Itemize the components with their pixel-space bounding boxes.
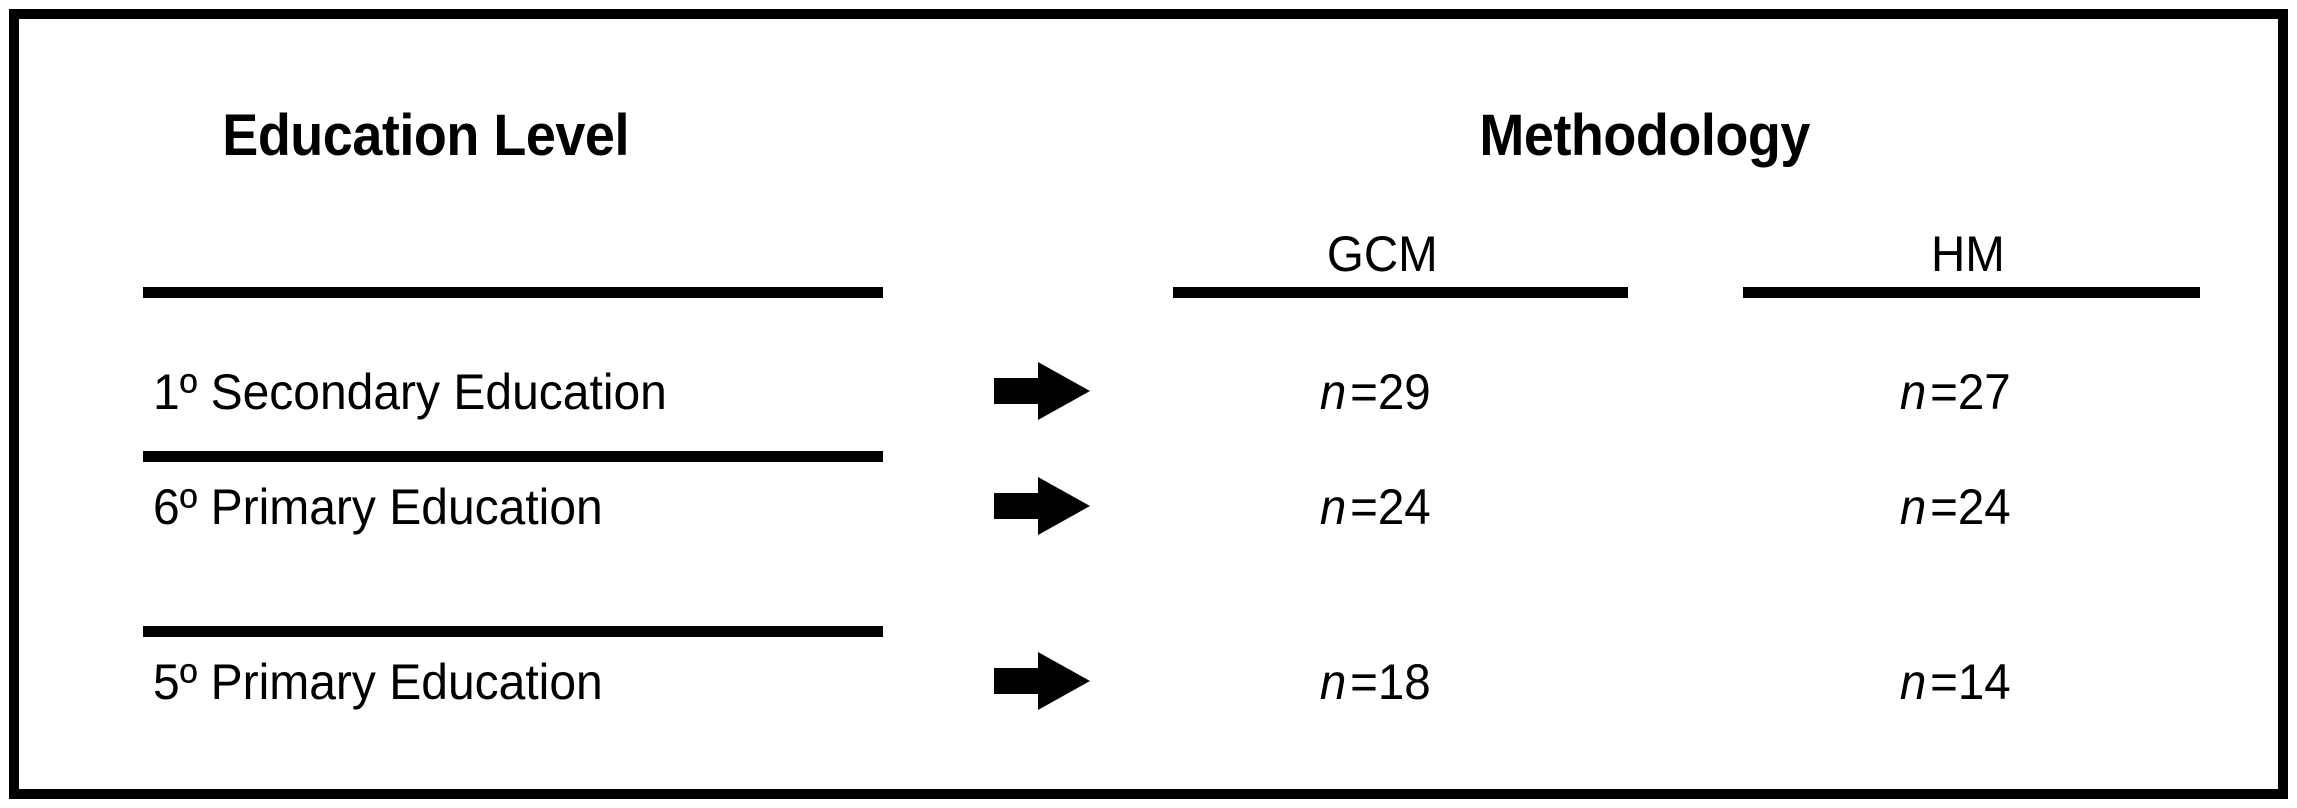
column-header-gcm: GCM — [1326, 226, 1438, 282]
cell-hm-row-1: n=27 — [1900, 367, 2011, 417]
row-label-1: 1º Secondary Education — [153, 364, 667, 420]
cell-number: =29 — [1350, 364, 1431, 420]
right-arrow-icon — [994, 362, 1090, 420]
cell-symbol: n — [1899, 654, 1927, 710]
rule-under-education-level — [143, 287, 883, 298]
row-label-2: 6º Primary Education — [153, 479, 603, 535]
arrow-head — [1038, 652, 1090, 710]
cell-number: =24 — [1350, 479, 1431, 535]
cell-number: =14 — [1930, 654, 2011, 710]
cell-symbol: n — [1899, 479, 1927, 535]
column-group-header-methodology: Methodology — [1479, 103, 1810, 168]
row-separator-2 — [143, 626, 883, 637]
row-separator-1 — [143, 451, 883, 462]
cell-symbol: n — [1319, 364, 1347, 420]
cell-hm-row-2: n=24 — [1900, 482, 2011, 532]
figure-inner: Education Level Methodology GCM HM 1º Se… — [19, 19, 2278, 789]
cell-symbol: n — [1899, 364, 1927, 420]
cell-gcm-row-1: n=29 — [1320, 367, 1431, 417]
arrow-head — [1038, 362, 1090, 420]
column-header-hm: HM — [1930, 226, 2005, 282]
figure-border: Education Level Methodology GCM HM 1º Se… — [9, 9, 2288, 799]
cell-symbol: n — [1319, 654, 1347, 710]
cell-gcm-row-3: n=18 — [1320, 657, 1431, 707]
cell-number: =24 — [1930, 479, 2011, 535]
cell-symbol: n — [1319, 479, 1347, 535]
arrow-head — [1038, 477, 1090, 535]
right-arrow-icon — [994, 477, 1090, 535]
rule-under-gcm — [1173, 287, 1628, 298]
row-label-3: 5º Primary Education — [153, 654, 603, 710]
rule-under-hm — [1743, 287, 2200, 298]
cell-number: =27 — [1930, 364, 2011, 420]
right-arrow-icon — [994, 652, 1090, 710]
arrow-shaft — [994, 668, 1046, 694]
cell-gcm-row-2: n=24 — [1320, 482, 1431, 532]
cell-hm-row-3: n=14 — [1900, 657, 2011, 707]
cell-number: =18 — [1350, 654, 1431, 710]
arrow-shaft — [994, 378, 1046, 404]
arrow-shaft — [994, 493, 1046, 519]
page-title-education-level: Education Level — [222, 103, 629, 168]
